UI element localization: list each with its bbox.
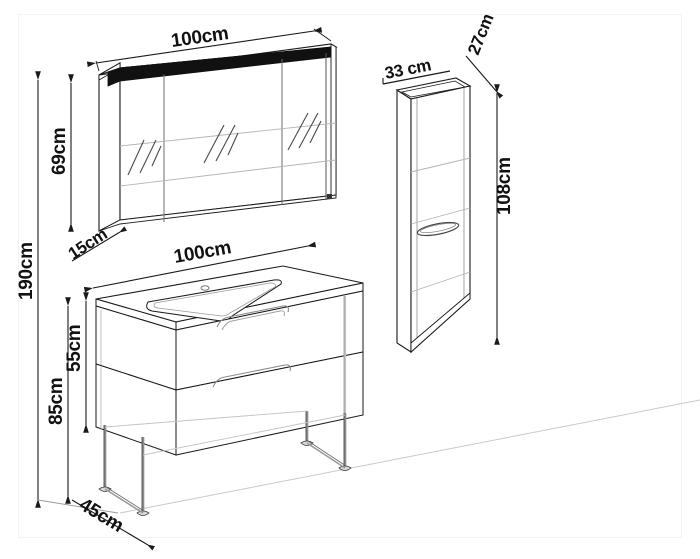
- dim-label-tall-depth: 27cm: [464, 11, 498, 57]
- tall-cabinet-handle-icon[interactable]: [416, 220, 460, 238]
- drawer-handle-lower: [212, 364, 291, 388]
- floor-line: [119, 399, 700, 514]
- dim-tall-width-33cm: [382, 70, 451, 85]
- dim-label-mirror-width: 100cm: [170, 23, 230, 52]
- tall-cabinet-body: [395, 77, 472, 354]
- dim-label-vanity-total-height: 190cm: [16, 242, 37, 300]
- dim-label-mirror-depth: 15cm: [65, 224, 111, 263]
- faucet-hole: [200, 285, 210, 291]
- dim-label-vanity-body-height: 55cm: [64, 325, 85, 372]
- mirror-cabinet-corner-mark: [327, 194, 332, 199]
- dim-label-vanity-depth: 45cm: [75, 494, 126, 536]
- mirror-door-dividers[interactable]: [163, 53, 327, 222]
- tall-cabinet-shelf-lines: [410, 157, 471, 293]
- dim-tall-depth-27cm: [465, 55, 504, 99]
- dim-label-vanity-top-height: 85cm: [46, 378, 67, 425]
- vanity-drawer-lower[interactable]: [95, 351, 364, 456]
- dim-vanity-total-190cm: [35, 71, 119, 514]
- dim-label-tall-width: 33 cm: [383, 55, 433, 83]
- drawer-handle-upper: [216, 305, 289, 328]
- dim-vanity-width-100cm: [83, 241, 317, 293]
- dim-mirror-width-100cm: [86, 27, 332, 72]
- dim-label-mirror-height: 69cm: [49, 128, 70, 175]
- dim-vanity-depth-45cm: [71, 499, 155, 551]
- dim-label-tall-height: 108cm: [494, 157, 515, 215]
- mirror-reflection-streaks: [127, 112, 322, 176]
- vanity-leg-frame: [98, 296, 352, 516]
- dim-label-vanity-width: 100cm: [172, 237, 232, 268]
